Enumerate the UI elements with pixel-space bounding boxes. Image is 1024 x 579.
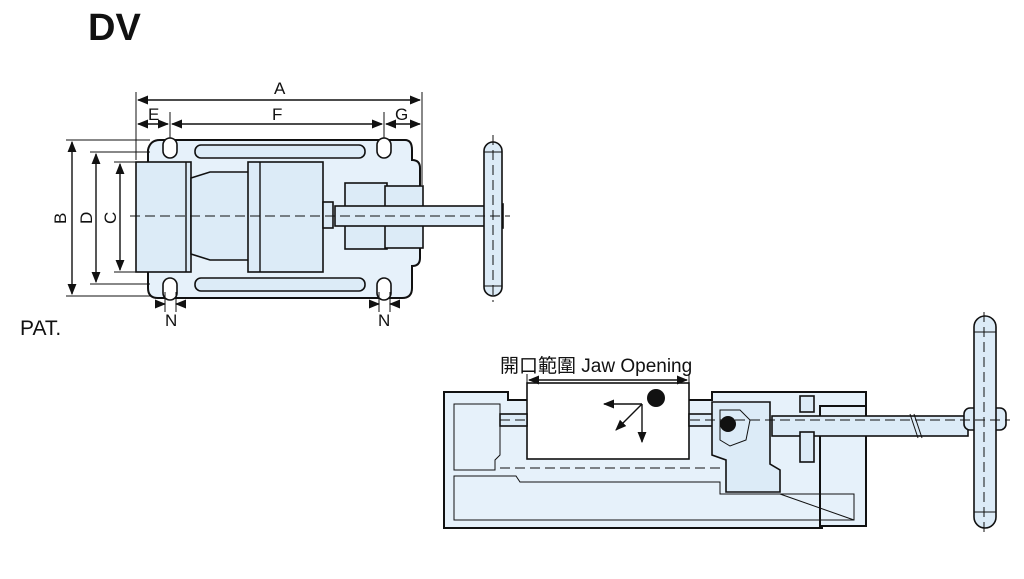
dimension-label-n-right: N	[378, 311, 390, 330]
section-handle-bar	[973, 315, 997, 529]
jaw-opening-label: 開口範圍 Jaw Opening	[500, 355, 692, 377]
dimension-label-d: D	[77, 212, 96, 224]
top-view-drawing	[66, 92, 510, 312]
dimension-label-b: B	[51, 213, 70, 224]
dimension-label-e: E	[148, 105, 159, 124]
model-title: DV	[88, 7, 141, 49]
jaw-opening-area	[526, 382, 690, 460]
screw-bushing-bottom	[799, 431, 815, 463]
jaw-pin	[322, 201, 334, 229]
moving-jaw	[247, 161, 324, 273]
screw-bushing-top	[799, 395, 815, 413]
dimension-label-g: G	[395, 105, 408, 124]
fixed-jaw	[135, 161, 192, 273]
dimension-label-c: C	[101, 212, 120, 224]
force-ball-jaw	[720, 416, 736, 432]
dimension-label-a: A	[274, 79, 286, 98]
upper-rail-slot	[194, 144, 366, 159]
dimension-label-f: F	[272, 105, 282, 124]
patent-label: PAT.	[20, 317, 61, 340]
section-view-drawing	[443, 312, 1010, 534]
lower-rail-slot	[194, 277, 366, 292]
force-ball-top	[647, 389, 665, 407]
dimension-label-n-left: N	[165, 311, 177, 330]
